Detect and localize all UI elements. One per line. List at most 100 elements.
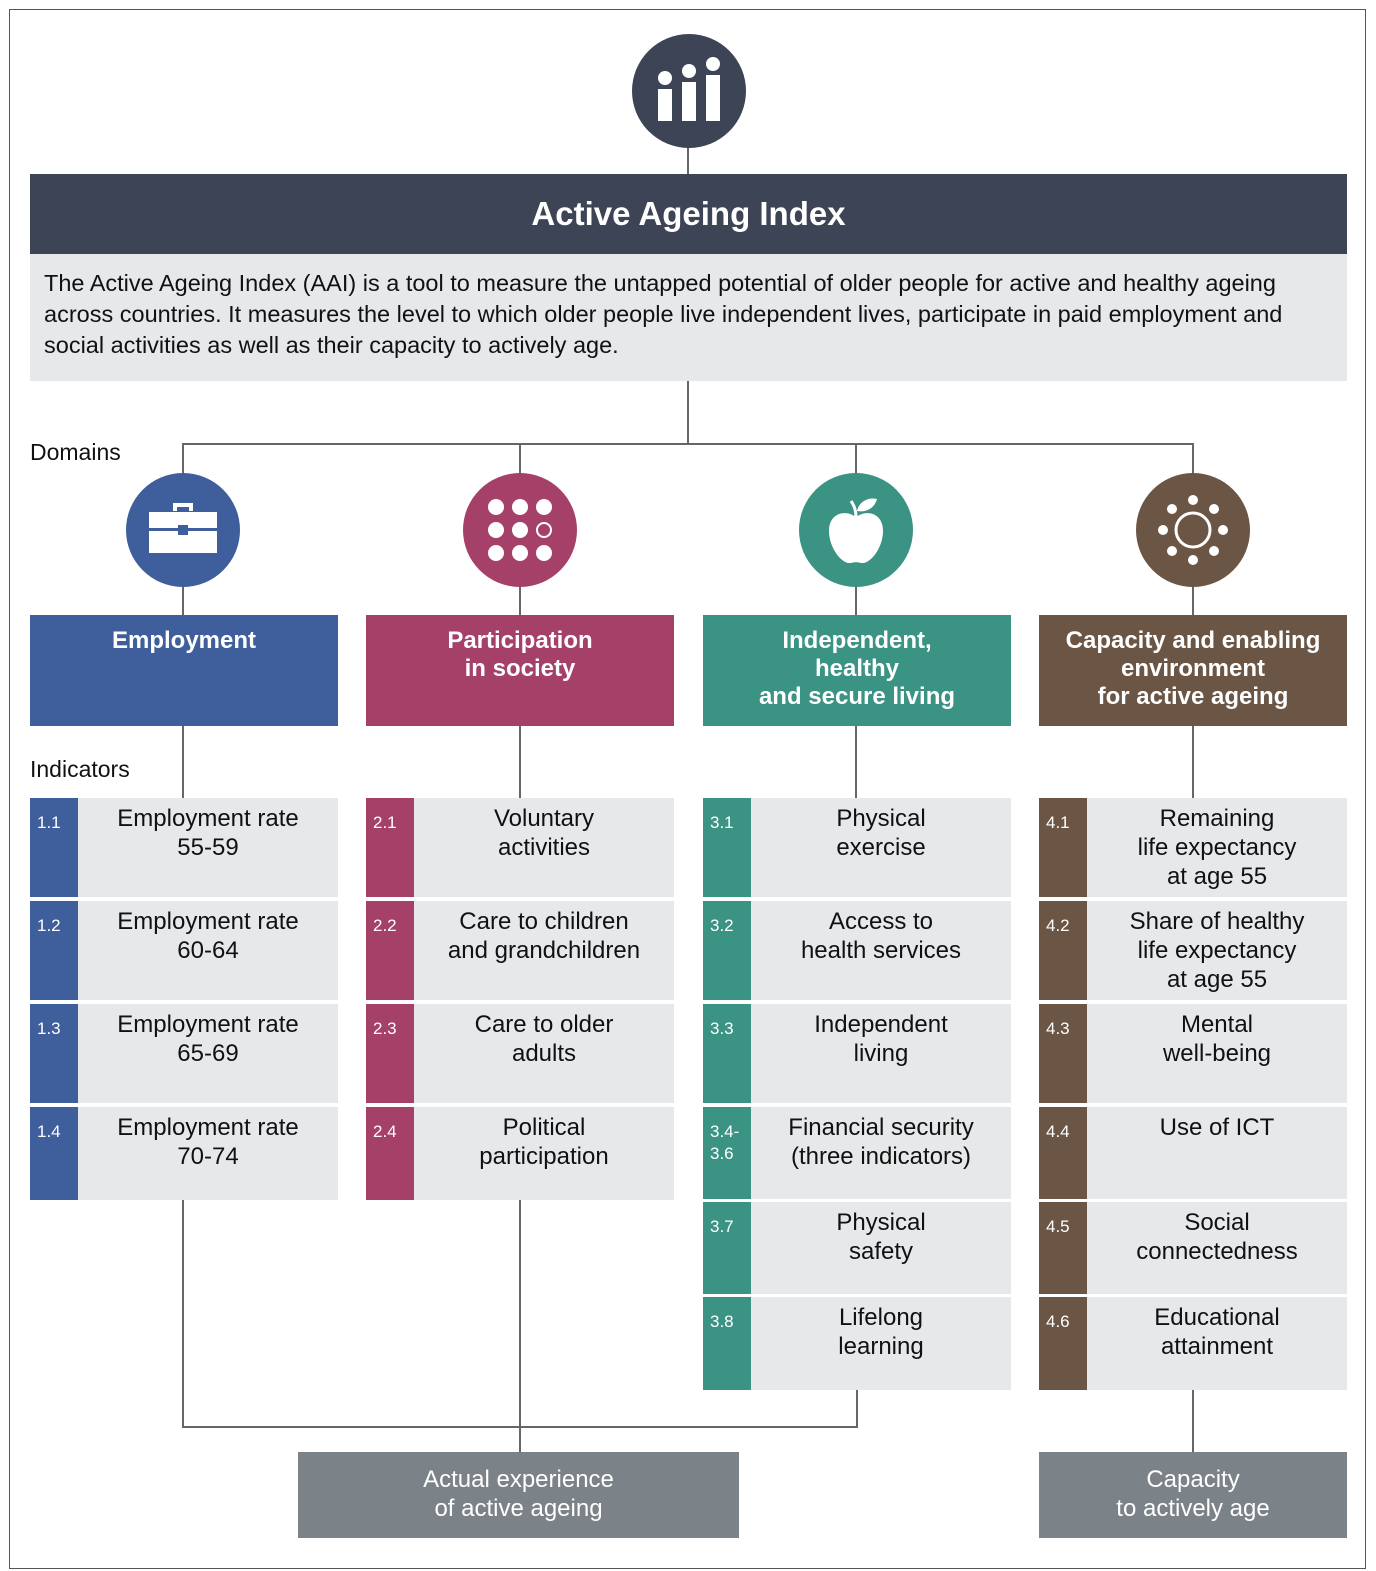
outer-frame [9,9,1366,1569]
indicator-number: 3.7 [703,1202,751,1294]
connector-bottom-h [182,1426,858,1428]
indicator-label-line: adults [511,1040,577,1067]
connector-desc-down [687,381,689,444]
indicator-label-line: life expectancy [1137,834,1297,861]
indicator-label-line: connectedness [1136,1238,1298,1265]
domain-name-line: Independent, [782,627,932,654]
indicator-label-line: 70-74 [177,1143,239,1170]
indicator-label-line: health services [800,937,962,964]
indicator-number: 3.1 [703,798,751,897]
indicator-number: 2.4 [366,1107,414,1200]
outcome-capacity: Capacity to actively age [1039,1452,1347,1538]
indicator-label-line: Physical [836,805,926,832]
indicator-label-line: participation [479,1143,609,1170]
domain-capacity: Capacity and enabling environment for ac… [1039,615,1347,726]
outcome-line: to actively age [1116,1495,1270,1522]
domain-employment: Employment [30,615,338,726]
indicator-number: 3.2 [703,901,751,1000]
connector-d1-ind [182,726,184,798]
index-bars-icon [632,34,746,148]
indicator-label-line: Share of healthy [1129,908,1305,935]
domain-name-line: in society [464,655,576,682]
indicator-number: 3.3 [703,1004,751,1103]
indicator-label-line: living [853,1040,909,1067]
indicator-number: 1.4 [30,1107,78,1200]
connector-d3-ind [855,726,857,798]
description-text: The Active Ageing Index (AAI) is a tool … [30,254,1347,381]
indicator-number: 1.1 [30,798,78,897]
connector-c4-bottom [1192,1390,1194,1453]
indicator-label: Financial security(three indicators) [751,1113,1011,1171]
indicator-label-line: life expectancy [1137,937,1297,964]
domain-name-line: healthy [814,655,900,682]
indicator-number: 2.2 [366,901,414,1000]
indicator-label-line: safety [848,1238,914,1265]
indicator-label-line: exercise [836,834,926,861]
indicator-label-line: Lifelong [838,1304,924,1331]
indicator-label-line: Use of ICT [1159,1114,1275,1141]
indicator-label-line: and grandchildren [447,937,641,964]
indicator-label-line: Educational [1154,1304,1280,1331]
indicator-number: 2.3 [366,1004,414,1103]
outcome-line: Actual experience [423,1466,614,1493]
indicator-label-line: Access to [828,908,934,935]
indicator-label-line: Remaining [1159,805,1275,832]
briefcase-icon [126,473,240,587]
connector-domains-h [183,443,1194,445]
indicator-label-line: Employment rate [117,908,299,935]
indicator-number: 2.1 [366,798,414,897]
indicator-label-line: Care to children [459,908,629,935]
indicator-label-line: attainment [1160,1333,1274,1360]
indicator-label-line: Political [502,1114,586,1141]
indicator-label-line: 65-69 [177,1040,239,1067]
indicator-label-line: Social [1184,1209,1250,1236]
domains-label: Domains [30,439,121,465]
domain-participation: Participation in society [366,615,674,726]
indicator-label-line: well-being [1162,1040,1272,1067]
outcome-line: Capacity [1146,1466,1240,1493]
indicator-label-line: Employment rate [117,805,299,832]
indicator-number: 4.5 [1039,1202,1087,1294]
indicator-label-line: Mental [1180,1011,1254,1038]
page-title: Active Ageing Index [30,174,1347,254]
indicator-number: 3.8 [703,1297,751,1390]
connector-c1-bottom [182,1200,184,1428]
sun-icon [1136,473,1250,587]
indicator-label-line: (three indicators) [790,1143,972,1170]
indicator-label-line: Voluntary [493,805,595,832]
dots-grid-icon [463,473,577,587]
outcome-actual-experience: Actual experience of active ageing [298,1452,739,1538]
apple-icon [799,473,913,587]
indicator-label-line: 55-59 [177,834,239,861]
domain-name-line: Participation [447,627,593,654]
indicator-label: Use of ICT [1087,1113,1347,1142]
indicator-label-line: 60-64 [177,937,239,964]
indicator-label-line: Independent [814,1011,948,1038]
indicator-label-line: activities [497,834,591,861]
indicator-number: 1.3 [30,1004,78,1103]
indicator-number: 4.2 [1039,901,1087,1000]
